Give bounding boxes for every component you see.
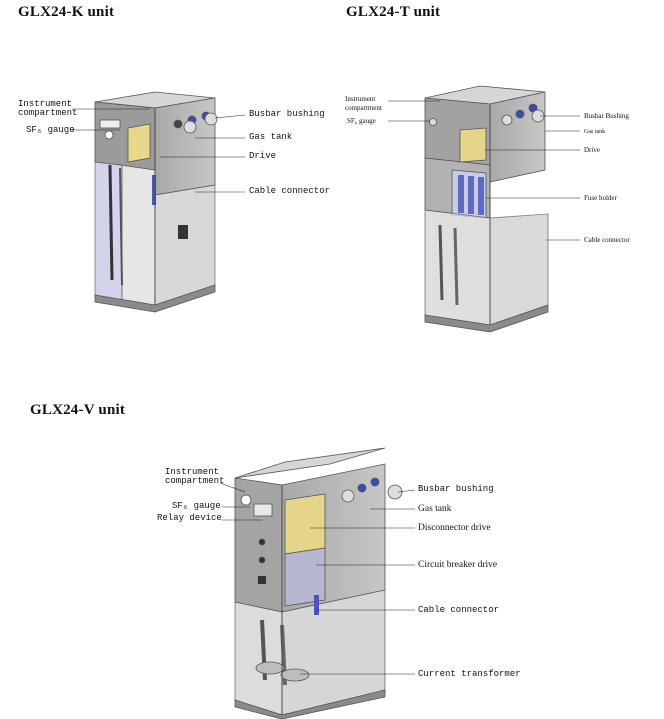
t-label-busbar-bushing: Busbar Bushing	[584, 112, 629, 120]
v-label-gas-tank: Gas tank	[418, 504, 452, 514]
v-label-instrument-compartment: Instrument compartment	[165, 467, 225, 486]
k-label-busbar-bushing: Busbar bushing	[249, 109, 325, 119]
k-label-drive: Drive	[249, 151, 277, 161]
t-label-gas-tank: Gas tank	[584, 129, 606, 135]
v-label-cable-connector: Cable connector	[418, 605, 500, 615]
unit-k-drawing	[72, 91, 246, 313]
unit-t-title: GLX24-T unit	[346, 4, 441, 20]
unit-v-title: GLX24-V unit	[30, 402, 126, 418]
v-label-disconnector-drive: Disconnector drive	[418, 523, 491, 533]
unit-t-drawing	[388, 85, 580, 333]
v-label-busbar-bushing: Busbar bushing	[418, 484, 494, 494]
v-label-current-transformer: Current transformer	[418, 669, 521, 679]
unit-k-title: GLX24-K unit	[18, 4, 115, 20]
t-label-cable-connector: Cable connector	[584, 236, 630, 244]
t-label-drive: Drive	[584, 146, 600, 154]
k-label-instrument-compartment: Instrument compartment	[18, 99, 78, 118]
k-label-gas-tank: Gas tank	[249, 132, 293, 142]
t-label-sf6-gauge: SF₆ gauge	[347, 117, 376, 125]
k-label-cable-connector: Cable connector	[249, 186, 331, 196]
unit-v-drawing	[219, 447, 416, 719]
v-label-circuit-breaker-drive: Circuit breaker drive	[418, 560, 498, 570]
v-label-sf6-gauge: SF₆ gauge	[172, 501, 221, 511]
t-label-fuse-holder: Fuse holder	[584, 194, 617, 202]
v-label-relay-device: Relay device	[157, 513, 222, 523]
t-label-instrument-compartment: Instrument compartment	[345, 95, 382, 112]
k-label-sf6-gauge: SF₆ gauge	[26, 125, 75, 135]
